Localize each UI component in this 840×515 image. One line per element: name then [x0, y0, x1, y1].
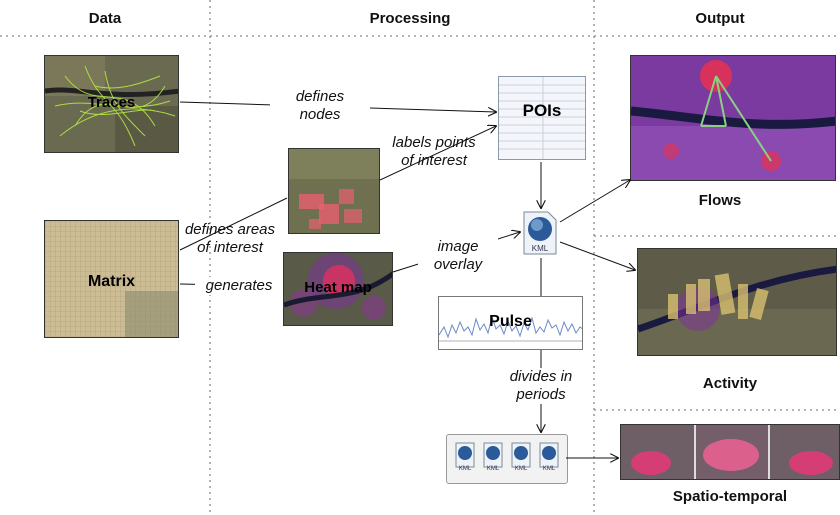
spatio-temporal-thumbnail — [620, 424, 840, 480]
activity-label: Activity — [702, 375, 758, 392]
line-matrix-to-areas — [179, 197, 288, 251]
kml-globe-icon — [483, 442, 503, 468]
column-header-processing: Processing — [369, 10, 451, 27]
kml-bundle: KML KML KML KML — [446, 434, 568, 484]
arrow-kml-to-activity — [559, 241, 635, 270]
pulse-label: Pulse — [489, 313, 532, 330]
kml-file-icon: KML — [522, 210, 558, 256]
traces-map-image — [45, 56, 178, 152]
edge-label-labels-points: labels points of interest — [392, 134, 476, 169]
heatmap-label: Heat map — [304, 279, 372, 296]
traces-thumbnail: Traces — [44, 55, 179, 153]
pois-document: POIs — [498, 76, 586, 160]
flows-label: Flows — [698, 192, 742, 209]
flows-thumbnail — [630, 55, 836, 181]
arrow-areas-to-pois — [379, 126, 496, 181]
edge-label-defines-areas: defines areas of interest — [184, 221, 276, 256]
matrix-grid-image — [45, 221, 178, 337]
areas-map-image — [289, 149, 379, 233]
edge-label-divides-periods: divides in periods — [496, 368, 586, 404]
column-header-data: Data — [88, 10, 122, 27]
pois-label: POIs — [522, 101, 562, 120]
spatio-temporal-strip-image — [621, 425, 839, 479]
heatmap-thumbnail: Heat map — [283, 252, 393, 326]
edge-label-generates: generates — [195, 277, 283, 295]
edge-label-defines-nodes: defines nodes — [270, 88, 370, 124]
matrix-thumbnail: Matrix — [44, 220, 179, 338]
kml-label: KML — [531, 244, 549, 253]
kml-bundle-file-4: KML — [539, 442, 559, 474]
arrow-kml-to-flows — [559, 180, 630, 223]
edge-label-image-overlay: image overlay — [418, 238, 498, 274]
kml-globe-icon — [455, 442, 475, 468]
column-header-output: Output — [695, 10, 745, 27]
heatmap-image — [284, 253, 392, 325]
kml-bundle-file-2: KML — [483, 442, 503, 474]
areas-thumbnail — [288, 148, 380, 234]
pulse-chart: Pulse — [438, 296, 583, 350]
matrix-label: Matrix — [87, 273, 136, 290]
kml-globe-icon — [539, 442, 559, 468]
activity-thumbnail — [637, 248, 837, 356]
activity-map-image — [638, 249, 836, 355]
traces-label: Traces — [87, 94, 136, 111]
kml-bundle-file-1: KML — [455, 442, 475, 474]
flows-map-image — [631, 56, 835, 180]
kml-globe-icon — [523, 211, 557, 255]
kml-bundle-file-3: KML — [511, 442, 531, 474]
pulse-signal-image — [439, 315, 582, 342]
spatio-temporal-label: Spatio-temporal — [672, 488, 788, 505]
pois-table-image — [499, 77, 585, 159]
kml-globe-icon — [511, 442, 531, 468]
